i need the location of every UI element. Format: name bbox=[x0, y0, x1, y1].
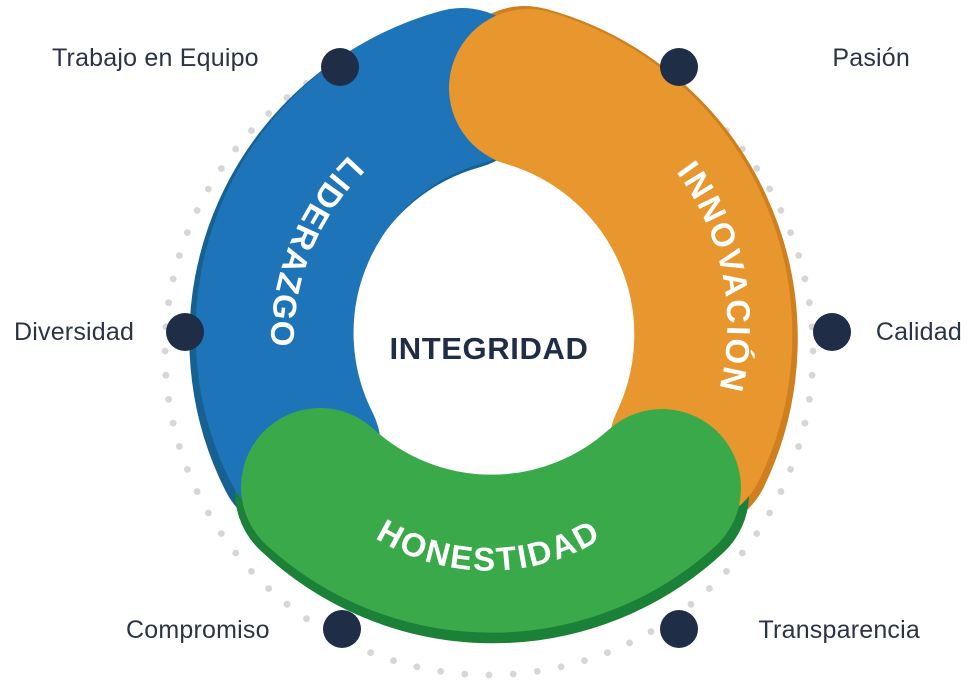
ring-dot bbox=[723, 567, 730, 575]
ring-dot bbox=[787, 229, 794, 237]
ring-dot bbox=[184, 229, 191, 237]
ring-dot bbox=[161, 347, 169, 355]
ring-dot bbox=[805, 395, 813, 403]
ring-dot bbox=[581, 657, 588, 665]
ring-dot bbox=[557, 663, 565, 671]
node-label-trabajo-en-equipo: Trabajo en Equipo bbox=[52, 44, 259, 72]
ring-dot bbox=[647, 628, 655, 635]
ring-dot bbox=[165, 299, 173, 307]
ring-dot bbox=[603, 649, 611, 656]
ring-dot bbox=[169, 419, 177, 427]
ring-dot bbox=[801, 275, 809, 283]
ring-dot bbox=[753, 530, 761, 537]
node-dot-calidad[interactable] bbox=[813, 313, 851, 351]
ring-dot bbox=[265, 585, 273, 592]
ring-dot bbox=[801, 419, 809, 427]
ring-dot bbox=[217, 530, 225, 537]
segment-liderazgo[interactable] bbox=[195, 8, 541, 527]
ring-dot bbox=[766, 509, 773, 517]
ring-dot bbox=[248, 127, 255, 135]
ring-dot bbox=[193, 207, 201, 214]
ring-dot bbox=[533, 667, 541, 675]
node-label-compromiso: Compromiso bbox=[126, 616, 270, 644]
outer-node-dots bbox=[166, 48, 851, 648]
ring-dot bbox=[232, 145, 240, 153]
node-dot-transparencia[interactable] bbox=[660, 610, 698, 648]
ring-dot bbox=[265, 110, 273, 117]
ring-dot bbox=[805, 299, 813, 307]
ring-dot bbox=[687, 600, 695, 608]
node-dot-trabajo-en-equipo[interactable] bbox=[321, 48, 359, 86]
node-dot-pasion[interactable] bbox=[660, 48, 698, 86]
segment-honestidad[interactable] bbox=[241, 408, 741, 633]
ring-dot bbox=[217, 165, 225, 172]
ring-dot bbox=[485, 671, 493, 679]
ring-dot bbox=[248, 567, 255, 575]
ring-dot bbox=[461, 670, 469, 678]
ring-dot bbox=[205, 185, 212, 193]
ring-dot bbox=[777, 207, 785, 214]
ring-dot bbox=[205, 509, 212, 517]
ring-dot bbox=[766, 185, 773, 193]
ring-dot bbox=[184, 465, 191, 473]
node-label-calidad: Calidad bbox=[875, 318, 962, 346]
ring-dot bbox=[165, 395, 173, 403]
ring-dot bbox=[367, 649, 375, 656]
node-dot-diversidad[interactable] bbox=[166, 313, 204, 351]
ring-dot bbox=[175, 443, 183, 450]
ring-dot bbox=[705, 585, 713, 592]
ring-dot bbox=[787, 465, 794, 473]
ring-dot bbox=[162, 371, 170, 379]
inner-white-disc bbox=[391, 253, 587, 449]
ring-dot bbox=[390, 657, 397, 665]
ring-dot bbox=[626, 639, 633, 647]
ring-dot bbox=[175, 252, 183, 259]
ring-dot bbox=[795, 252, 803, 259]
ring-dot bbox=[232, 549, 240, 557]
node-label-transparencia: Transparencia bbox=[758, 616, 920, 644]
ring-dot bbox=[413, 663, 421, 671]
ring-dot bbox=[283, 600, 291, 608]
ring-dot bbox=[193, 488, 201, 495]
ring-dot bbox=[753, 165, 761, 172]
node-dot-compromiso[interactable] bbox=[323, 610, 361, 648]
node-label-diversidad: Diversidad bbox=[14, 318, 135, 346]
ring-dot bbox=[303, 615, 310, 623]
center-label-integridad: INTEGRIDAD bbox=[389, 331, 589, 366]
segment-innovacion[interactable] bbox=[449, 9, 793, 525]
ring-dot bbox=[808, 371, 816, 379]
ring-dot bbox=[795, 443, 803, 450]
ring-dot bbox=[777, 488, 785, 495]
ring-dot bbox=[509, 670, 517, 678]
ring-dot bbox=[738, 549, 746, 557]
node-label-pasion: Pasión bbox=[832, 44, 910, 72]
ring-dot bbox=[169, 275, 177, 283]
ring-dot bbox=[437, 667, 445, 675]
ring-dot bbox=[809, 347, 817, 355]
